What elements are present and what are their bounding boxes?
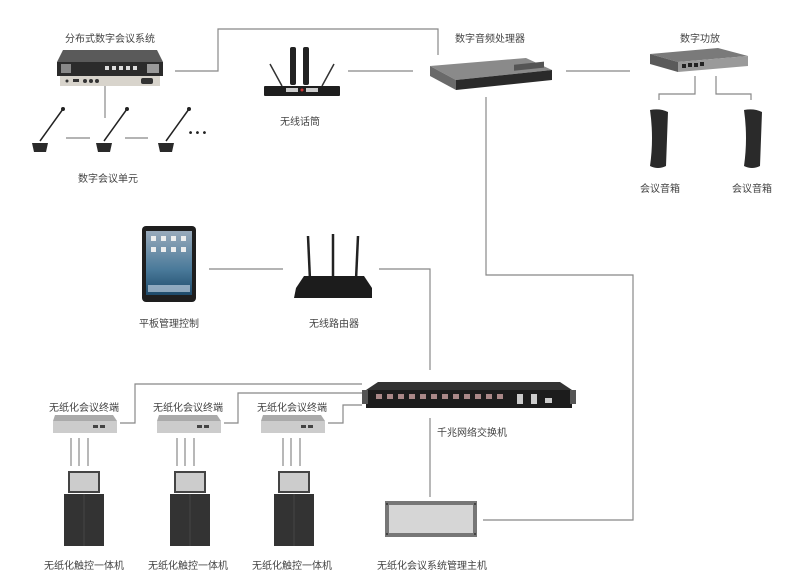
conference-unit-3[interactable] xyxy=(154,105,194,155)
speaker-left-label: 会议音箱 xyxy=(640,184,680,195)
tablet-label: 平板管理控制 xyxy=(139,319,199,330)
terminal-2-device[interactable] xyxy=(155,413,223,435)
touch-panel-3-device[interactable] xyxy=(272,470,320,548)
conference-unit-1[interactable] xyxy=(28,105,68,155)
terminal-3-device[interactable] xyxy=(259,413,327,435)
power-amp-label: 数字功放 xyxy=(680,34,720,45)
power-amp-device[interactable] xyxy=(648,46,752,76)
wire-switch-term1 xyxy=(120,383,362,424)
terminal-1-label: 无纸化会议终端 xyxy=(49,403,119,414)
speaker-right-label: 会议音箱 xyxy=(732,184,772,195)
audio-processor-device[interactable] xyxy=(426,56,556,92)
network-switch-device[interactable] xyxy=(362,380,576,412)
wire-switch-term3 xyxy=(328,404,362,424)
audio-processor-label: 数字音频处理器 xyxy=(455,34,525,45)
terminal-1-device[interactable] xyxy=(51,413,119,435)
router-label: 无线路由器 xyxy=(309,319,359,330)
terminal-2-label: 无纸化会议终端 xyxy=(153,403,223,414)
wire-switch-term2 xyxy=(224,392,362,424)
touch-panel-3-label: 无纸化触控一体机 xyxy=(252,561,332,572)
conference-system-label: 分布式数字会议系统 xyxy=(65,34,155,45)
speaker-left-device[interactable] xyxy=(646,108,672,170)
speaker-right-device[interactable] xyxy=(740,108,766,170)
touch-panel-2-label: 无纸化触控一体机 xyxy=(148,561,228,572)
wire-amp-to-spk1 xyxy=(658,76,696,100)
wire-proc-to-host xyxy=(483,97,634,521)
conference-units-label: 数字会议单元 xyxy=(78,174,138,185)
wire-conf-to-proc xyxy=(175,28,439,72)
wireless-mic-device[interactable] xyxy=(262,44,342,100)
network-switch-label: 千兆网络交换机 xyxy=(437,428,507,439)
wireless-mic-label: 无线话筒 xyxy=(280,117,320,128)
management-host-label: 无纸化会议系统管理主机 xyxy=(377,561,487,572)
management-host-device[interactable] xyxy=(384,500,478,538)
wires-term2-touch2 xyxy=(176,438,195,466)
ellipsis-more-units: ••• xyxy=(187,128,209,139)
wires-term1-touch1 xyxy=(70,438,89,466)
wire-router-switch xyxy=(379,268,431,370)
touch-panel-1-label: 无纸化触控一体机 xyxy=(44,561,124,572)
wires-term3-touch3 xyxy=(282,438,301,466)
terminal-3-label: 无纸化会议终端 xyxy=(257,403,327,414)
conference-system-device[interactable] xyxy=(55,48,165,88)
touch-panel-1-device[interactable] xyxy=(62,470,110,548)
conference-unit-2[interactable] xyxy=(92,105,132,155)
wire-amp-to-spk2 xyxy=(715,76,752,100)
router-device[interactable] xyxy=(290,232,376,302)
tablet-device[interactable] xyxy=(141,225,197,303)
touch-panel-2-device[interactable] xyxy=(168,470,216,548)
